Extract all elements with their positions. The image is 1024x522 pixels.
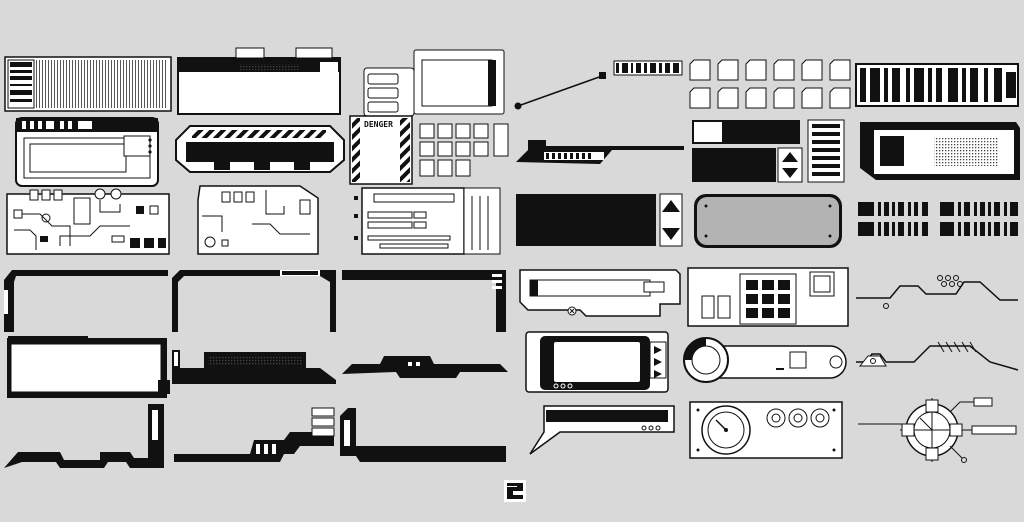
stepped-baseline-element (174, 407, 335, 462)
danger-label: DENGER (364, 120, 393, 129)
dial-knob-icon[interactable] (684, 338, 706, 360)
crosshair-target-icon (858, 397, 1017, 463)
angled-frame-element (340, 408, 506, 462)
bracket-frame-left (4, 270, 168, 332)
scroll-up-arrow-icon[interactable] (662, 200, 680, 212)
cartridge-panel (519, 269, 681, 317)
striped-barcode-bar (855, 63, 1019, 107)
device-monitor-panel (525, 331, 669, 393)
keypad-control-panel (687, 267, 849, 327)
circuit-board-panel (6, 188, 170, 255)
hatched-capsule-panel (175, 125, 345, 173)
wedge-bar-element (342, 356, 508, 378)
circuit-trace-line-2 (856, 341, 1019, 371)
arrow-up-icon[interactable] (782, 152, 798, 162)
danger-keypad-panel: DENGER (349, 115, 509, 185)
stacked-slots-panel (363, 49, 505, 117)
scroll-down-arrow-icon[interactable] (662, 228, 680, 240)
notched-circuit-panel (197, 185, 319, 255)
dark-screen-with-scroll-arrows (516, 193, 683, 247)
bracket-frame-right (342, 270, 506, 332)
monitor-screen-panel (7, 336, 170, 398)
rounded-gray-screen (694, 194, 842, 248)
gauge-panel (689, 401, 843, 459)
bracket-frame-middle (172, 270, 336, 332)
speech-bubble-panel (529, 405, 675, 455)
notched-tab-grid (689, 59, 851, 109)
connector-line (514, 72, 606, 110)
tech-baseline-left (4, 404, 164, 468)
form-window-panel (354, 187, 501, 255)
barcode-cluster (858, 202, 1018, 236)
barcode-grid-panel (4, 56, 172, 112)
circuit-trace-line-1 (856, 275, 1018, 309)
top-bar-screen (177, 47, 341, 115)
dotted-mesh-screen (860, 122, 1020, 180)
monogram-logo-icon (504, 480, 526, 502)
split-panel-with-arrows (692, 119, 845, 183)
dial-slider-panel (683, 337, 847, 383)
block-bar-element (172, 350, 336, 384)
gun-bar-element (516, 140, 684, 164)
framed-display-panel (15, 117, 159, 187)
arrow-down-icon[interactable] (782, 168, 798, 178)
small-barcode-strip (613, 60, 683, 76)
